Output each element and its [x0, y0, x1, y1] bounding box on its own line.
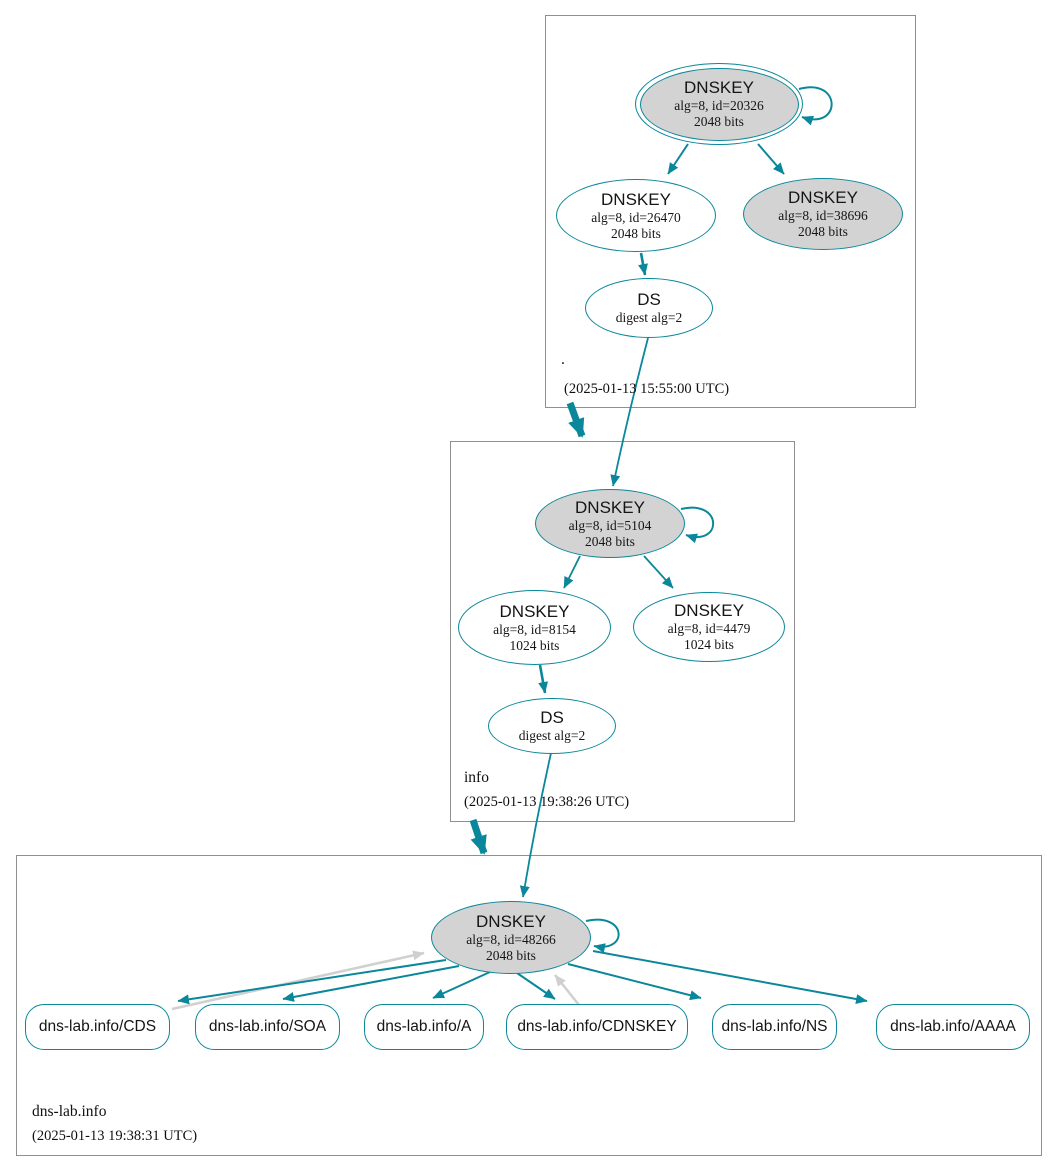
edge-root-ksk-to-dnskey-26470 [667, 143, 689, 175]
node-bits: 2048 bits [486, 947, 536, 963]
edge-info-ksk-selfloop [680, 506, 715, 544]
node-root-dnskey-20326-trust-anchor[interactable]: DNSKEY alg=8, id=20326 2048 bits [635, 63, 803, 145]
node-title: DS [637, 290, 661, 309]
edge-dnskey-8154-to-ds [538, 664, 548, 694]
node-digest: digest alg=2 [518, 728, 586, 743]
node-title: DNSKEY [575, 497, 645, 517]
node-rrset-cds[interactable]: dns-lab.info/CDS [25, 1004, 170, 1050]
node-info-dnskey-4479[interactable]: DNSKEY alg=8, id=4479 1024 bits [633, 592, 785, 662]
node-dnslab-dnskey-48266[interactable]: DNSKEY alg=8, id=48266 2048 bits [431, 901, 591, 974]
edge-dnslab-dnskey-selfloop [585, 918, 620, 954]
node-title: DNSKEY [601, 189, 671, 209]
rrset-label: dns-lab.info/AAAA [890, 1018, 1016, 1035]
node-alg-id: alg=8, id=20326 [674, 98, 764, 113]
rrset-label: dns-lab.info/NS [721, 1018, 828, 1035]
edge-cds-to-dnskey-gray [171, 950, 425, 1011]
node-title: DNSKEY [499, 601, 570, 621]
node-alg-id: alg=8, id=5104 [568, 517, 652, 533]
rrset-label: dns-lab.info/CDNSKEY [517, 1018, 677, 1035]
zone-timestamp-dnslab: (2025-01-13 19:38:31 UTC) [32, 1128, 198, 1144]
edge-dnskey-to-ns [567, 963, 702, 1001]
edge-root-ksk-to-dnskey-38696 [757, 143, 785, 175]
zone-name-info: info [464, 769, 489, 786]
node-title: DNSKEY [684, 78, 754, 97]
node-title: DNSKEY [476, 911, 546, 931]
rrset-label: dns-lab.info/SOA [208, 1018, 327, 1035]
node-root-dnskey-26470[interactable]: DNSKEY alg=8, id=26470 2048 bits [556, 179, 716, 252]
node-info-ds[interactable]: DS digest alg=2 [488, 698, 616, 754]
zone-timestamp-root: (2025-01-13 15:55:00 UTC) [564, 381, 730, 397]
edge-dnskey-to-cdnskey [516, 972, 556, 1000]
node-alg-id: alg=8, id=48266 [466, 931, 556, 947]
node-rrset-ns[interactable]: dns-lab.info/NS [712, 1004, 837, 1050]
node-alg-id: alg=8, id=4479 [667, 621, 751, 636]
edge-dnskey-to-cds [177, 959, 447, 1005]
node-bits: 1024 bits [509, 637, 560, 653]
node-rrset-cdnskey[interactable]: dns-lab.info/CDNSKEY [506, 1004, 688, 1050]
edge-cdnskey-to-dnskey-gray [553, 974, 581, 1006]
edge-info-to-dnslab-delegation [469, 818, 488, 855]
node-alg-id: alg=8, id=38696 [778, 208, 868, 223]
node-bits: 1024 bits [684, 637, 734, 652]
edge-info-ksk-to-dnskey-8154 [563, 555, 581, 589]
node-title: DS [540, 708, 564, 727]
node-root-ds[interactable]: DS digest alg=2 [585, 278, 713, 338]
edge-root-ds-to-info-ksk [610, 337, 649, 487]
node-bits: 2048 bits [585, 533, 635, 549]
node-title: DNSKEY [674, 601, 744, 620]
edge-root-to-info-delegation [566, 401, 586, 438]
edge-root-ksk-selfloop [798, 86, 833, 126]
node-rrset-a[interactable]: dns-lab.info/A [364, 1004, 484, 1050]
node-info-dnskey-5104[interactable]: DNSKEY alg=8, id=5104 2048 bits [535, 489, 685, 558]
node-rrset-aaaa[interactable]: dns-lab.info/AAAA [876, 1004, 1030, 1050]
node-bits: 2048 bits [798, 224, 848, 239]
node-bits: 2048 bits [611, 225, 661, 241]
node-rrset-soa[interactable]: dns-lab.info/SOA [195, 1004, 340, 1050]
edge-info-ds-to-dnslab-dnskey [519, 752, 552, 898]
edge-info-ksk-to-dnskey-4479 [643, 555, 674, 589]
node-bits: 2048 bits [694, 114, 744, 129]
node-alg-id: alg=8, id=26470 [591, 209, 681, 225]
edge-dnskey-to-soa [282, 965, 460, 1002]
rrset-label: dns-lab.info/A [376, 1018, 472, 1035]
zone-name-root: . [561, 351, 565, 368]
node-alg-id: alg=8, id=8154 [493, 621, 576, 637]
zone-name-dnslab: dns-lab.info [32, 1103, 107, 1120]
node-info-dnskey-8154[interactable]: DNSKEY alg=8, id=8154 1024 bits [458, 590, 611, 665]
edge-dnskey-26470-to-ds [638, 252, 648, 276]
zone-timestamp-info: (2025-01-13 19:38:26 UTC) [464, 794, 630, 810]
node-title: DNSKEY [788, 188, 858, 207]
rrset-label: dns-lab.info/CDS [38, 1018, 157, 1035]
node-digest: digest alg=2 [615, 310, 683, 325]
edge-dnskey-to-a [432, 971, 491, 999]
node-root-dnskey-38696[interactable]: DNSKEY alg=8, id=38696 2048 bits [743, 178, 903, 250]
edge-dnskey-to-aaaa [592, 950, 868, 1004]
